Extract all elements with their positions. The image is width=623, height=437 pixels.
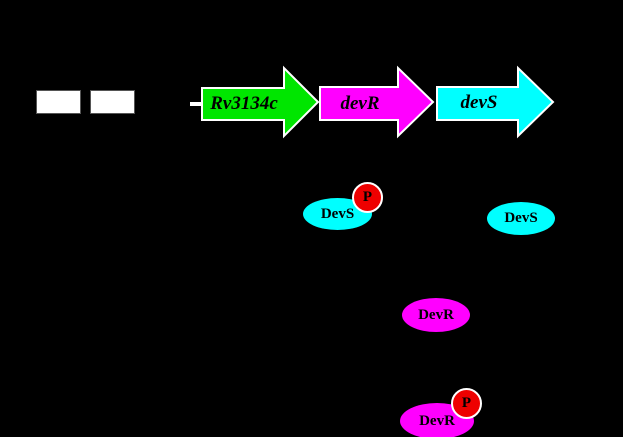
protein-devs: DevS <box>487 202 555 235</box>
promoter-dash <box>190 102 203 106</box>
upstream-box-2 <box>90 90 135 114</box>
gene-arrow-devr-shape <box>319 65 435 139</box>
gene-label-devr: devR <box>340 93 380 114</box>
phosphate-badge-devr: P <box>451 388 482 419</box>
phosphate-label: P <box>461 395 472 411</box>
protein-label: DevR <box>418 306 454 323</box>
protein-devr: DevR <box>402 298 470 332</box>
phosphate-badge-devs: P <box>352 182 383 213</box>
gene-label-rv3134c: Rv3134c <box>210 93 278 114</box>
phosphate-label: P <box>362 189 373 205</box>
protein-label: DevS <box>320 205 355 222</box>
protein-label: DevS <box>504 210 538 226</box>
gene-arrow-rv3134c-shape <box>201 65 320 139</box>
protein-label: DevR <box>419 412 455 429</box>
upstream-box-1 <box>36 90 81 114</box>
gene-arrow-devs-shape <box>436 65 555 139</box>
gene-label-devs: devS <box>460 92 498 113</box>
